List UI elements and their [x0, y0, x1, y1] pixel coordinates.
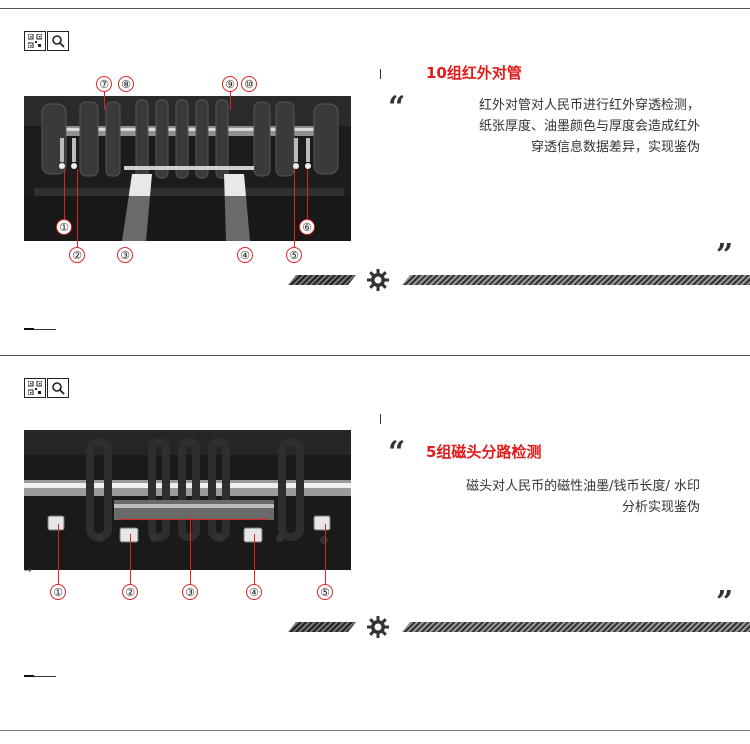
- marker-10: ⑩: [241, 76, 257, 92]
- leader-3: [190, 516, 191, 584]
- dash-decoration: [24, 328, 56, 330]
- marker-4: ④: [246, 584, 262, 600]
- stripe-decoration-left: [288, 622, 356, 632]
- divider-tick: [380, 414, 381, 424]
- leader-1: [64, 169, 65, 219]
- section-description: 红外对管对人民币进行红外穿透检测， 纸张厚度、油墨颜色与厚度会造成红外 穿透信息…: [479, 95, 700, 158]
- marker-6: ⑥: [299, 219, 315, 235]
- desc-line: 纸张厚度、油墨颜色与厚度会造成红外: [478, 119, 700, 134]
- section-title: 5组磁头分路检测: [426, 443, 542, 461]
- marker-1: ①: [56, 219, 72, 235]
- desc-line: 穿透信息数据差异，实现鉴伪: [530, 140, 700, 155]
- stripe-decoration-right: [402, 275, 750, 285]
- stripe-decoration-right: [402, 622, 750, 632]
- quote-open-icon: “: [388, 90, 406, 125]
- quote-close-icon: ”: [716, 238, 734, 273]
- marker-4: ④: [237, 247, 253, 263]
- magnetic-head-photo: [24, 430, 351, 570]
- search-icon[interactable]: [47, 378, 69, 398]
- desc-line: 分析实现鉴伪: [621, 500, 700, 515]
- leader-6: [307, 169, 308, 219]
- section-title: 10组红外对管: [426, 64, 522, 82]
- marker-2: ②: [69, 247, 85, 263]
- marker-5: ⑤: [317, 584, 333, 600]
- bottom-divider: [0, 730, 750, 731]
- qr-code-icon[interactable]: [24, 378, 46, 398]
- arrow-label: →: [24, 566, 32, 576]
- marker-8: ⑧: [118, 76, 134, 92]
- desc-line: 磁头对人民币的磁性油墨/钱币长度/ 水印: [466, 479, 700, 494]
- gear-icon: [367, 269, 389, 291]
- leader-1: [58, 524, 59, 584]
- marker-3: ③: [117, 247, 133, 263]
- quote-open-icon: “: [388, 435, 406, 470]
- leader-3-bar: [118, 519, 268, 520]
- dash-decoration: [24, 675, 56, 677]
- marker-2: ②: [122, 584, 138, 600]
- leader-9: [230, 92, 231, 110]
- leader-4: [254, 534, 255, 584]
- infrared-section: ⑦ ⑧ ⑨ ⑩ ① ⑥ ② ③ ④ ⑤ “ 10组红外对管 红外对管对人民币进行…: [0, 8, 750, 354]
- leader-5: [294, 169, 295, 247]
- quote-close-icon: ”: [716, 585, 734, 620]
- section-description: 磁头对人民币的磁性油墨/钱币长度/ 水印 分析实现鉴伪: [466, 476, 700, 518]
- search-icon[interactable]: [47, 31, 69, 51]
- qr-code-icon[interactable]: [24, 31, 46, 51]
- infrared-machine-photo: [24, 96, 351, 241]
- magnetic-section: → ① ② ③ ④ ⑤ “ 5组磁头分路检测 磁头对人民币的磁性油墨/钱币长度/…: [0, 355, 750, 701]
- leader-7: [104, 92, 105, 110]
- divider-tick: [380, 69, 381, 79]
- leader-5: [325, 524, 326, 584]
- marker-1: ①: [50, 584, 66, 600]
- marker-9: ⑨: [222, 76, 238, 92]
- gear-icon: [367, 616, 389, 638]
- leader-2: [130, 534, 131, 584]
- stripe-decoration-left: [288, 275, 356, 285]
- marker-5: ⑤: [286, 247, 302, 263]
- marker-7: ⑦: [96, 76, 112, 92]
- leader-2: [77, 169, 78, 247]
- desc-line: 红外对管对人民币进行红外穿透检测，: [478, 98, 700, 113]
- marker-3: ③: [182, 584, 198, 600]
